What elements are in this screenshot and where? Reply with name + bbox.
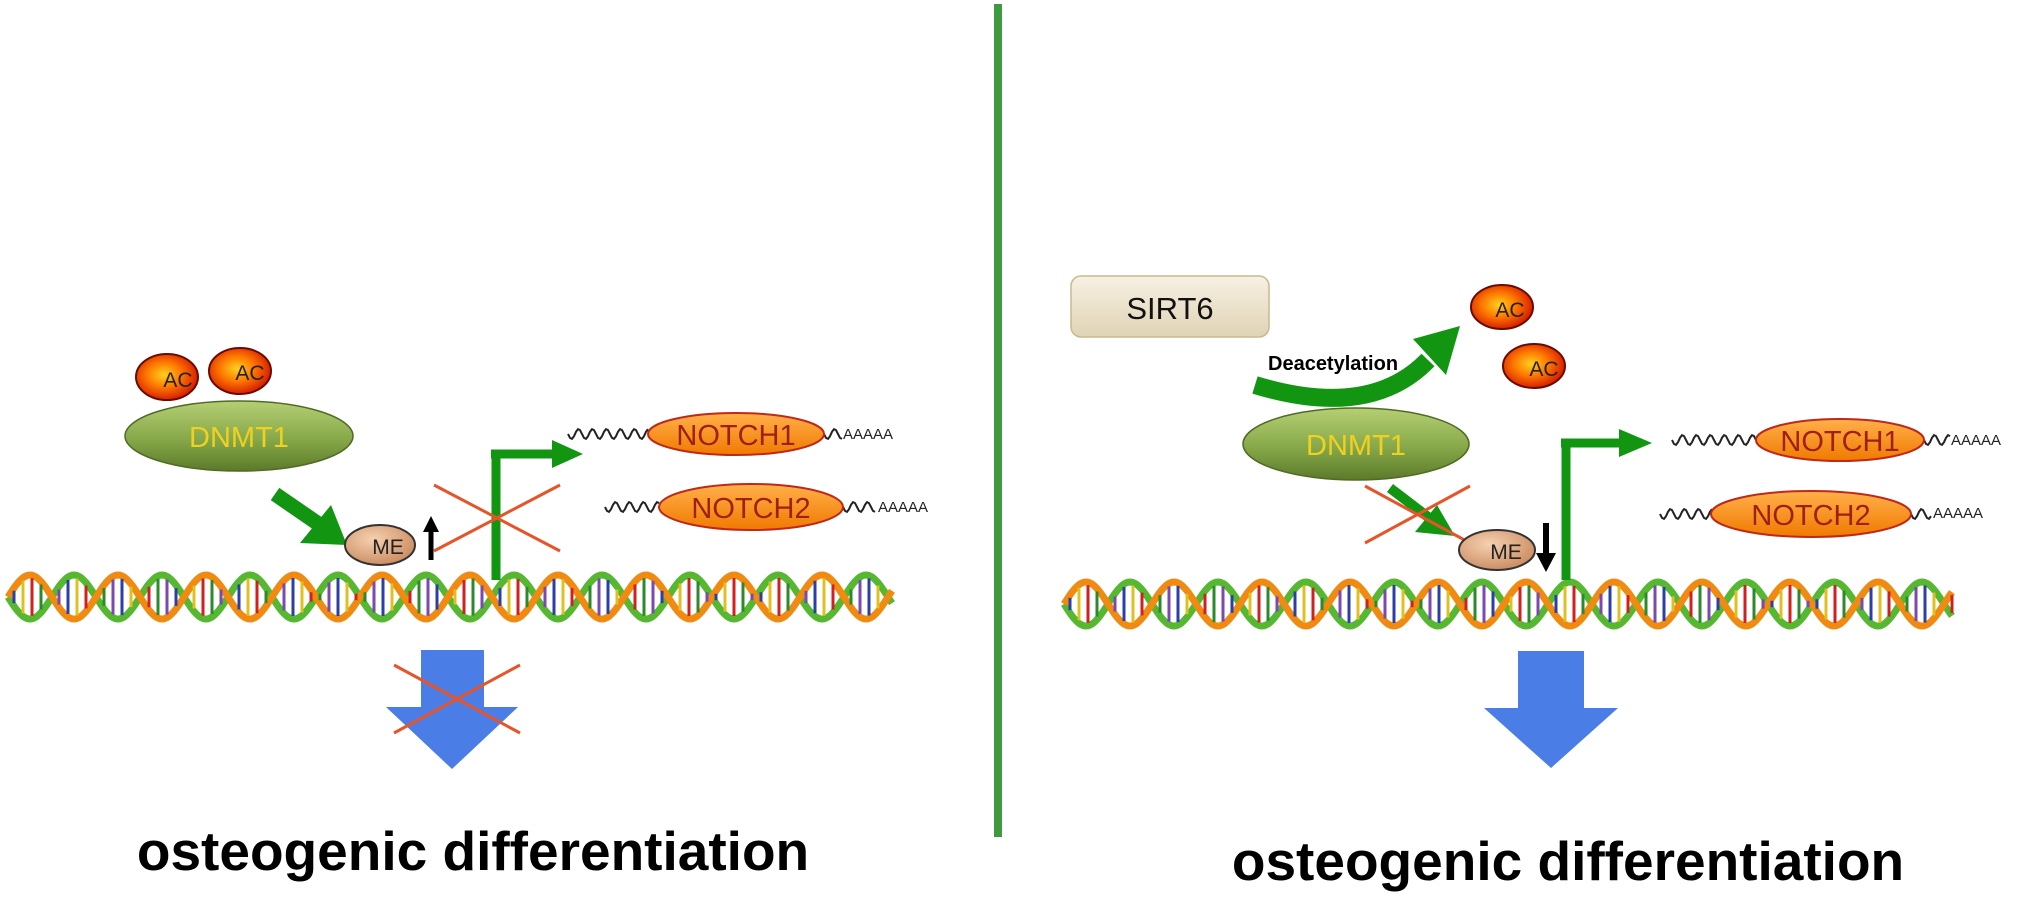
methylation-arrow-head [300, 505, 347, 545]
dnmt1-label: DNMT1 [189, 422, 289, 454]
deacetylation-arrow-shaft [1252, 353, 1435, 407]
notch1-ellipse [647, 412, 825, 456]
transcription-start-arrow [491, 440, 583, 580]
dnmt1-ellipse [1242, 407, 1470, 481]
sirt6-label: SIRT6 [1126, 291, 1213, 326]
ac-group-2: AC [208, 347, 272, 395]
dnmt1-label: DNMT1 [1306, 430, 1406, 462]
notch2-ellipse [658, 483, 844, 531]
mrna-tail [823, 427, 843, 441]
notch2-mrna: NOTCH2 AAAAA [604, 483, 928, 531]
down-arrow-icon [1536, 523, 1556, 572]
ac-ellipse [135, 353, 199, 401]
ac-group-1: AC [1470, 284, 1534, 330]
outcome-label: osteogenic differentiation [137, 820, 809, 882]
ac-label: AC [1495, 299, 1524, 322]
deacetylation-arrow-head [1413, 326, 1460, 375]
ac-group-2: AC [1502, 343, 1566, 389]
inhibition-cross-icon [433, 483, 561, 553]
mrna-tail [1671, 433, 1757, 447]
notch2-mrna: NOTCH2 AAAAA [1659, 490, 1983, 538]
ac-label: AC [235, 362, 264, 385]
inhibition-cross-icon [1364, 484, 1471, 545]
mrna-tail [1659, 507, 1713, 521]
up-arrow-icon [423, 516, 439, 560]
notch1-label: NOTCH1 [676, 420, 795, 452]
notch1-label: NOTCH1 [1780, 426, 1899, 458]
polya-label: AAAAA [843, 426, 893, 443]
notch2-label: NOTCH2 [1751, 500, 1870, 532]
notch1-mrna: NOTCH1 AAAAA [567, 412, 893, 456]
dnmt1-ellipse [124, 400, 354, 472]
dna-base-pairs [1068, 585, 1954, 623]
dna-strand-orange [5, 571, 895, 623]
dna-strand-green [1061, 578, 1955, 630]
notch1-ellipse [1755, 418, 1925, 462]
polya-label: AAAAA [1951, 432, 2001, 449]
panel-divider [994, 4, 1002, 837]
ac-group-1: AC [135, 353, 199, 401]
methylation-arrow-shaft [270, 487, 325, 532]
outcome-down-arrow [386, 650, 518, 769]
polya-label: AAAAA [1933, 505, 1983, 522]
ac-label: AC [163, 369, 192, 392]
ac-ellipse [1470, 284, 1534, 330]
deacetylation-label: Deacetylation [1268, 353, 1398, 375]
mrna-tail [842, 500, 876, 514]
mrna-tail [567, 427, 649, 441]
mrna-tail [1923, 433, 1951, 447]
notch2-ellipse [1710, 490, 1912, 538]
polya-label: AAAAA [878, 499, 928, 516]
outcome-blocked-cross-icon [393, 663, 521, 735]
me-label: ME [1490, 541, 1522, 564]
notch2-label: NOTCH2 [691, 493, 810, 525]
ac-label: AC [1529, 358, 1558, 381]
ac-ellipse [208, 347, 272, 395]
left-panel: AC AC DNMT1 ME [5, 347, 928, 882]
dna-helix-left [5, 571, 895, 623]
outcome-label: osteogenic differentiation [1232, 830, 1904, 892]
dna-strand-orange [1061, 578, 1955, 630]
me-label: ME [372, 536, 404, 559]
right-panel: SIRT6 Deacetylation AC AC DNMT1 ME [1061, 275, 2001, 892]
mrna-tail [1910, 507, 1932, 521]
ac-ellipse [1502, 343, 1566, 389]
mrna-tail [604, 500, 660, 514]
sirt6-box [1070, 275, 1270, 338]
outcome-down-arrow [1484, 651, 1618, 768]
dna-helix-right [1061, 578, 1955, 630]
notch1-mrna: NOTCH1 AAAAA [1671, 418, 2001, 462]
dna-base-pairs [12, 578, 880, 616]
transcription-start-arrow [1561, 429, 1652, 580]
me-ellipse [344, 524, 416, 566]
me-ellipse [1458, 529, 1536, 571]
